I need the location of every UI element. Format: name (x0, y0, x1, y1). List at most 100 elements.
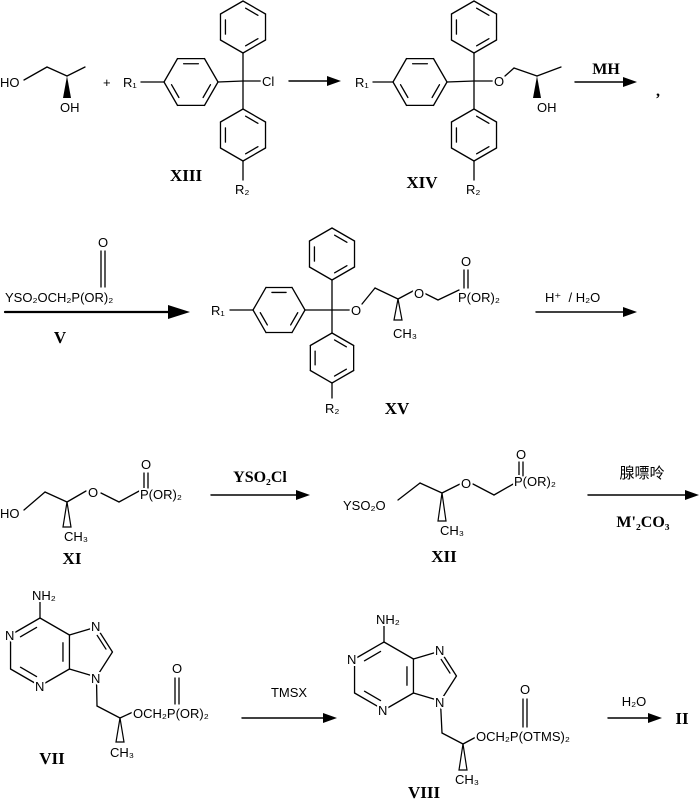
reagent-acid-water: H⁺ / H₂O (545, 290, 600, 305)
vii-n9: N (91, 671, 100, 686)
diol-ho: HO (0, 75, 20, 90)
xi-phosphoryl-o: O (141, 457, 151, 472)
xiii-ring-c-edge (219, 147, 244, 162)
compound-label-v: V (54, 328, 67, 347)
xii-phosphonate: P(OR)₂ (514, 474, 556, 489)
xii-o: O (461, 476, 471, 491)
reagent-carbonate: M'₂CO₃ (616, 514, 669, 531)
xiii-ring-a-edge (163, 81, 179, 107)
xiv-ring-c-edge (473, 147, 498, 162)
xv-chain-bond (437, 289, 460, 301)
viii-chain: OCH₂P(OTMS)₂ (476, 729, 570, 744)
viii-adenine-double (440, 658, 451, 674)
xv-ring-a-double (259, 311, 268, 326)
vii-n3: N (35, 679, 44, 694)
xi-ho: HO (0, 506, 20, 521)
v-phosphoryl-o: O (98, 235, 108, 250)
xiv-ring-c-edge (450, 108, 475, 123)
compound-label-xii: XII (431, 547, 457, 566)
xv-ring-b-edge (308, 266, 333, 281)
xiv-bond (446, 80, 475, 83)
xv-r2: R₂ (325, 401, 339, 416)
xiv-ring-b-double (475, 7, 490, 16)
vii-nh2: NH₂ (32, 588, 56, 603)
arrow-tmsx-head (323, 713, 337, 723)
xiv-ring-a-edge (432, 81, 448, 107)
xiv-chain-bond (536, 66, 562, 77)
diol-bond (23, 66, 48, 81)
bond-layer (3, 0, 699, 771)
xii-bond (441, 483, 461, 494)
xiv-ring-a-edge (432, 57, 448, 83)
arrow-acid-head (623, 307, 637, 317)
viii-n3: N (378, 703, 387, 718)
xi-bond (23, 491, 46, 511)
xiii-ring-b-edge (219, 39, 244, 54)
arrow-adenine-head (685, 490, 699, 500)
xiv-chain-bond (504, 67, 515, 77)
xiv-ring-c-double (475, 146, 490, 155)
xiv-ring-c-double (475, 115, 490, 124)
xiii-bond (217, 80, 244, 83)
xiii-ring-c-double (244, 146, 259, 155)
xiii-ring-b-edge (242, 39, 267, 54)
viii-n1: N (347, 652, 356, 667)
xv-ring-b-edge (331, 227, 356, 242)
xiii-ring-a-edge (203, 57, 219, 83)
xiv-ring-a-edge (392, 81, 408, 107)
xv-chain-bond (361, 287, 376, 305)
vii-adenine-double (19, 626, 38, 638)
xiv-r1: R₁ (355, 75, 369, 90)
xii-bond (419, 482, 443, 494)
viii-ch3: CH₃ (455, 772, 479, 787)
xi-bond (44, 491, 68, 503)
xv-ring-a-edge (252, 309, 267, 334)
xiii-cl: Cl (262, 74, 274, 89)
xv-ring-b-edge (308, 227, 333, 242)
xi-bond (118, 489, 142, 503)
xiii-ring-b-edge (242, 0, 267, 15)
diol-stereo-wedge (63, 76, 71, 98)
compound-label-vii: VII (39, 749, 65, 768)
vii-chain-bond (119, 711, 134, 719)
xiv-ring-b-edge (473, 39, 498, 54)
viii-adenine-double (363, 690, 382, 702)
xv-ring-a-edge (291, 309, 306, 334)
xiii-ring-b-double (244, 7, 259, 16)
vii-adenine-double (96, 634, 107, 650)
reagent-sulfonyl-chloride: YSO₂Cl (233, 469, 287, 486)
xiii-r1: R₁ (123, 75, 137, 90)
vii-adenine-bond (9, 617, 41, 636)
compound-label-xv: XV (385, 399, 410, 418)
vii-adenine-bond (39, 617, 71, 636)
xiii-ring-a-double (170, 84, 180, 99)
xv-r1: R₁ (211, 303, 225, 318)
vii-chain-bond (96, 705, 121, 719)
xiv-chain-bond (513, 67, 538, 77)
xii-bond (397, 482, 421, 501)
vii-phosphoryl-o: O (172, 661, 182, 676)
viii-adenine-bond (383, 692, 415, 711)
xv-ch3: CH₃ (393, 326, 417, 341)
xv-chain-bond (397, 290, 414, 300)
xv-ring-b-double (333, 265, 348, 274)
xii-bond (493, 482, 516, 496)
xv-ring-c-edge (331, 369, 355, 384)
vii-ch3: CH₃ (110, 745, 134, 760)
xiv-ring-a-double (431, 84, 441, 99)
viii-chain-bond (441, 732, 464, 745)
xv-o1: O (351, 303, 361, 318)
xi-phosphonate: P(OR)₂ (140, 487, 182, 502)
vii-n7: N (91, 619, 100, 634)
viii-adenine-bond (439, 650, 458, 677)
viii-adenine-bond (353, 692, 385, 711)
xv-ring-c-edge (309, 369, 333, 384)
xiv-oh: OH (537, 100, 557, 115)
xiii-r2: R₂ (235, 182, 249, 197)
viii-adenine-bond (383, 641, 415, 660)
viii-adenine-bond (439, 675, 458, 702)
xii-yso2o: YSO₂O (343, 498, 386, 513)
viii-adenine-double (363, 650, 382, 662)
vii-chain-bond (95, 676, 98, 707)
viii-adenine-bond (412, 650, 442, 660)
